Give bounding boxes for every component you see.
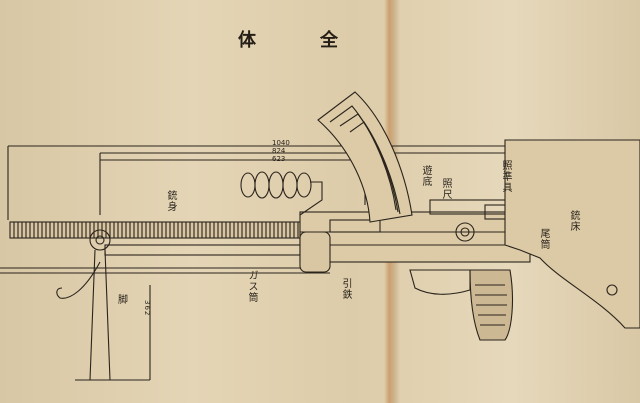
label-trigger: 引鉄 (340, 278, 351, 300)
title-char-2: 全 (320, 30, 338, 51)
label-sight: 照尺 (440, 178, 451, 200)
dimension-lines (7, 145, 511, 381)
title-char-1: 体 (238, 30, 256, 51)
dim-inner: 623 (272, 155, 286, 163)
magazine (317, 91, 413, 223)
label-rear-sight: 照準具 (500, 160, 511, 193)
label-gas-cylinder: ガス筒 (246, 270, 257, 303)
stock (504, 139, 640, 329)
pistol-grip (469, 269, 514, 341)
bipod (56, 229, 120, 381)
carry-handle (240, 171, 323, 216)
dim-mid: 824 (272, 147, 286, 155)
dim-leg: 362 (143, 300, 151, 317)
gas-regulator (299, 231, 331, 273)
label-tail-hook: 尾筒 (538, 228, 549, 250)
label-barrel: 銃身 (165, 190, 176, 212)
dim-overall: 1040 (272, 139, 290, 147)
label-bolt: 遊底 (420, 165, 431, 187)
label-bipod: 脚 (118, 295, 128, 306)
page-title: 体 全 (238, 26, 338, 52)
receiver (299, 199, 531, 263)
barrel (9, 221, 306, 239)
label-stock: 銃床 (568, 210, 579, 232)
trigger-guard (409, 269, 471, 295)
